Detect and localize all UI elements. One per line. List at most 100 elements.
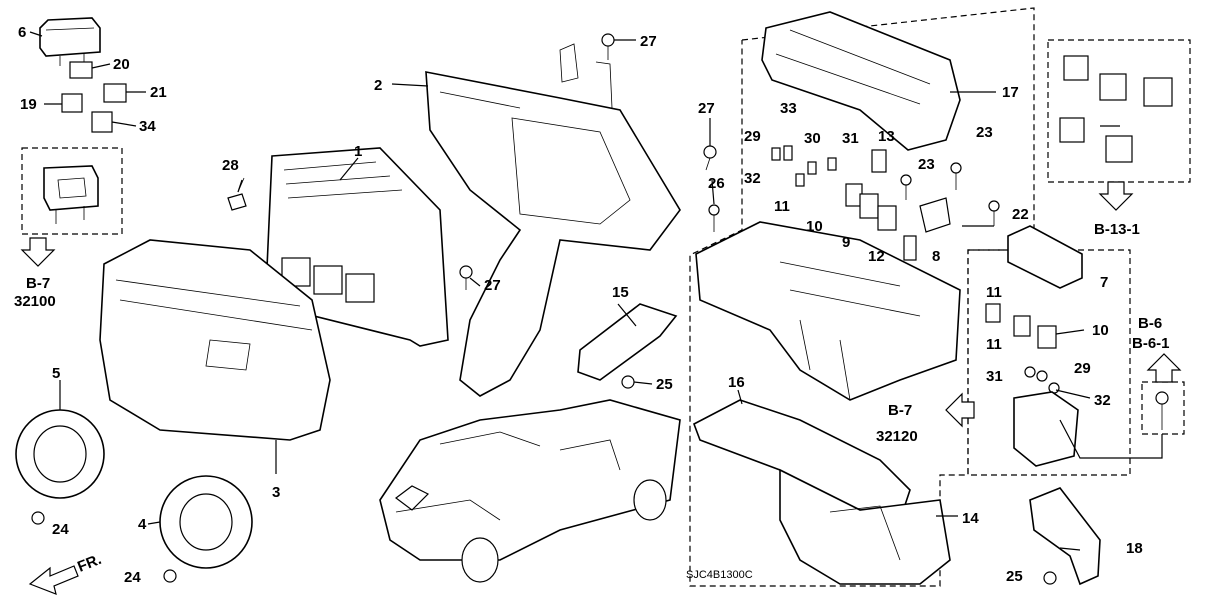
group-box-fusebox [689,7,1035,587]
arrow-b13 [1098,181,1134,211]
part-9-fuse [877,205,897,231]
label-23-a: 23 [976,124,993,141]
label-10-b: 10 [1092,322,1109,339]
ref-b6: B-6 [1138,315,1162,332]
label-19: 19 [20,96,37,113]
part-15-bracket [577,303,678,381]
label-27-low: 27 [484,277,501,294]
ref-b13: B-13-1 [1094,221,1140,238]
label-28: 28 [222,157,239,174]
ref-b7-code-mid: 32120 [876,428,918,445]
diagram-code: SJC4B1300C [686,569,753,581]
part-25-bolt-a [621,375,635,389]
part-3-cover [99,239,331,441]
part-10-fuse [859,193,879,219]
label-17: 17 [1002,84,1019,101]
ref-b7-code-top: 32100 [14,293,56,310]
part-23-bolt-b [950,162,962,190]
label-10-a: 10 [806,218,823,235]
label-6: 6 [18,24,26,41]
label-25-a: 25 [656,376,673,393]
label-27-mid: 27 [698,100,715,117]
part-27-bolt-top [601,33,615,60]
label-24-a: 24 [52,521,69,538]
part-26-stud [708,204,720,232]
relays-b13 [1059,55,1173,163]
label-29-a: 29 [744,128,761,145]
ref-b7-mid: B-7 [888,402,912,419]
label-5: 5 [52,365,60,382]
group-box-clip [1141,381,1185,435]
part-1-ecu [265,147,449,347]
label-1: 1 [354,143,362,160]
part-14-lower-box [779,468,951,585]
front-arrow [28,565,79,595]
label-29-b: 29 [1074,360,1091,377]
label-31-b: 31 [986,368,1003,385]
arrow-b7-top [20,237,56,267]
part-24-bolt-a [31,511,45,525]
part-number-labels: 6 20 19 21 34 28 1 2 27 27 26 27 15 25 1… [18,24,1143,586]
label-32-a: 32 [744,170,761,187]
label-21: 21 [150,84,167,101]
part-12-fuse [903,235,917,261]
label-7: 7 [1100,274,1108,291]
part-27-bolt-mid [703,145,717,171]
part-5-horn [15,409,105,499]
label-27-top: 27 [640,33,657,50]
front-label: FR. [75,551,104,576]
mini-fuses-cluster [771,145,837,187]
part-8-cover [919,197,951,233]
clip-fastener [1155,391,1169,430]
part-28-bolt [227,177,247,211]
leader-lines [29,31,1163,551]
part-20-relay [69,61,93,79]
label-15: 15 [612,284,629,301]
part-23-bolt-a [900,174,912,200]
ref-b61: B-6-1 [1132,335,1170,352]
part-6-relay-box [39,17,101,66]
fuse-box-body [695,221,961,401]
label-2: 2 [374,77,382,94]
label-12: 12 [868,248,885,265]
part-7-cover [1007,225,1083,289]
relay-socket-left [43,165,99,224]
part-21-relay [103,83,127,103]
part-25-bolt-b [1043,571,1057,585]
label-32-b: 32 [1094,392,1111,409]
label-11-b: 11 [986,284,1002,301]
part-2-bracket [425,43,681,397]
arrow-b6 [1146,353,1182,383]
label-30: 30 [804,130,821,147]
part-27-bolt-low [459,265,473,290]
label-3: 3 [272,484,280,501]
label-11-a: 11 [774,198,790,215]
label-14: 14 [962,510,979,527]
label-16: 16 [728,374,745,391]
label-31-a: 31 [842,130,859,147]
label-11-c: 11 [986,336,1002,353]
part-18-bracket [1029,487,1101,586]
reference-labels: B-7 32100 B-13-1 B-6 B-6-1 B-7 32120 FR.… [14,221,1170,581]
label-8: 8 [932,248,940,265]
label-18: 18 [1126,540,1143,557]
part-19-relay [61,93,83,113]
arrow-b7-mid [945,392,975,428]
label-25-b: 25 [1006,568,1023,585]
label-4: 4 [138,516,147,533]
part-13-fuse [871,149,887,173]
part-17-cover [761,11,961,151]
label-24-b: 24 [124,569,141,586]
ref-b7-top: B-7 [26,275,50,292]
label-13: 13 [878,128,895,145]
part-24-bolt-b [163,569,177,583]
label-26: 26 [708,175,725,192]
part-34-relay [91,111,113,133]
label-22: 22 [1012,206,1029,223]
part-4-horn [159,475,253,569]
group-box-socket-left [21,147,123,235]
label-20: 20 [113,56,130,73]
truck-illustration [379,399,681,583]
label-34: 34 [139,118,156,135]
